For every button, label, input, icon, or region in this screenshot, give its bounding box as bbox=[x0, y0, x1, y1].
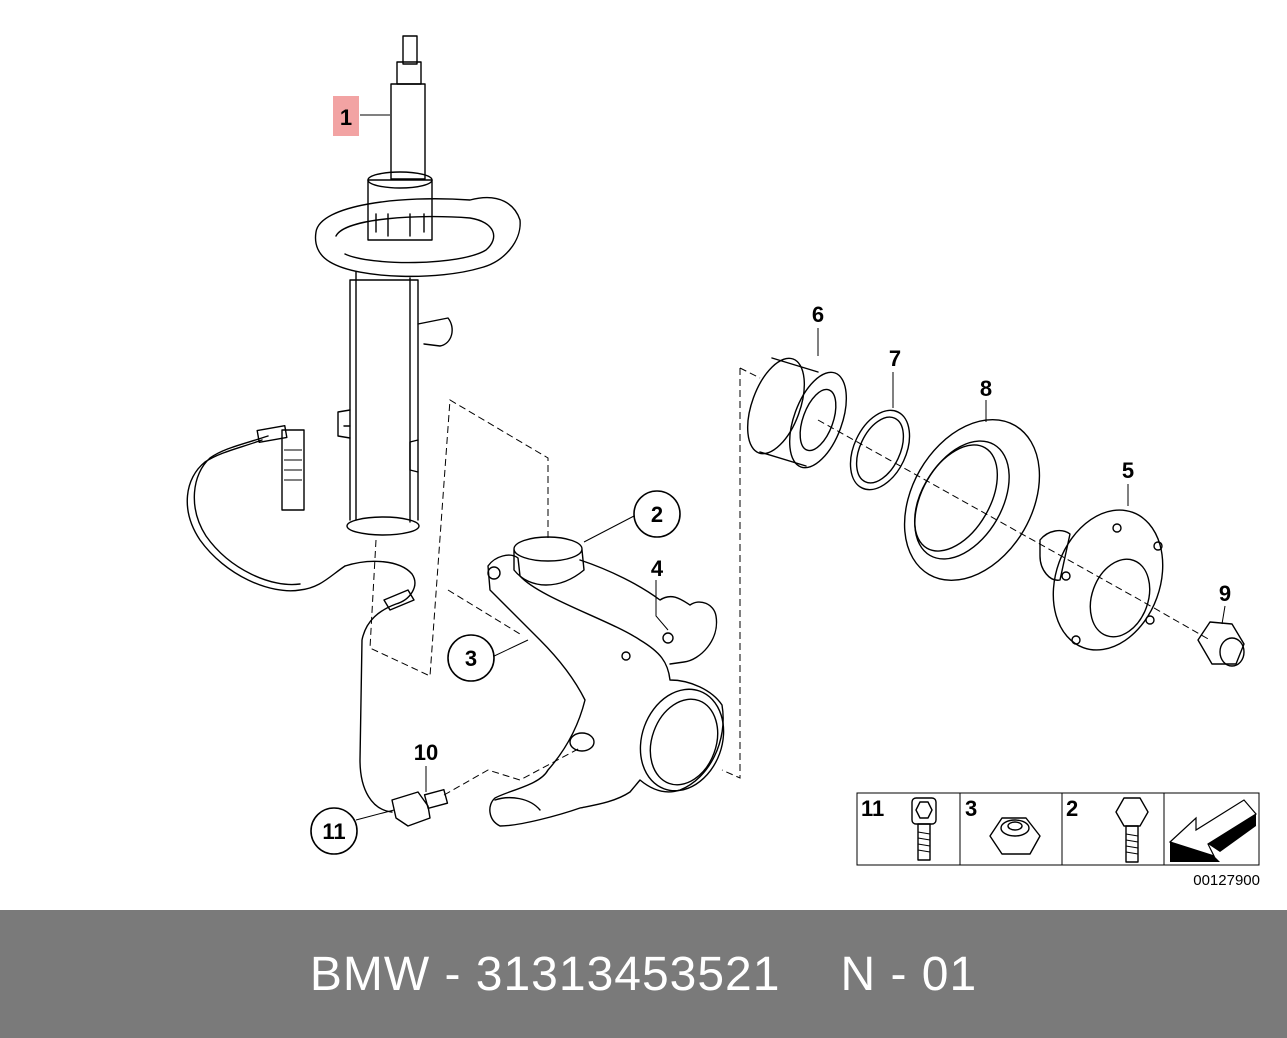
strut-assembly bbox=[314, 35, 521, 536]
page-code: N - 01 bbox=[840, 947, 978, 1001]
fastener-legend: 11 3 2 bbox=[856, 792, 1260, 866]
callout-2-label: 2 bbox=[651, 502, 663, 527]
callout-6[interactable]: 6 bbox=[812, 302, 824, 327]
circlip bbox=[849, 409, 911, 491]
callout-11[interactable]: 11 bbox=[310, 807, 358, 855]
callout-8[interactable]: 8 bbox=[980, 376, 992, 401]
direction-arrow-icon bbox=[1168, 799, 1257, 862]
collar-nut bbox=[1197, 621, 1245, 667]
steering-knuckle bbox=[487, 536, 725, 827]
drawing-number: 00127900 bbox=[1193, 872, 1260, 889]
part-number: BMW - 31313453521 bbox=[309, 947, 781, 1001]
callout-4[interactable]: 4 bbox=[651, 556, 664, 581]
assembly-lines bbox=[369, 367, 1211, 796]
footer-text: BMW - 31313453521 N - 01 bbox=[310, 947, 977, 1002]
callout-1-highlight bbox=[333, 96, 359, 136]
callout-3[interactable]: 3 bbox=[447, 634, 495, 682]
legend-label-11: 11 bbox=[861, 796, 884, 821]
bolt-icon bbox=[911, 797, 937, 861]
callout-10[interactable]: 10 bbox=[414, 740, 438, 765]
wheel-hub bbox=[1039, 509, 1164, 651]
callout-11-label: 11 bbox=[322, 819, 345, 844]
speed-sensor bbox=[391, 788, 449, 827]
legend-label-2: 2 bbox=[1066, 796, 1078, 821]
callout-9[interactable]: 9 bbox=[1219, 581, 1231, 606]
legend-label-3: 3 bbox=[965, 796, 977, 821]
callout-2[interactable]: 2 bbox=[633, 490, 681, 538]
nut-icon bbox=[989, 817, 1041, 855]
leader-lines bbox=[355, 114, 1226, 821]
bolt-icon bbox=[1115, 797, 1149, 863]
wheel-bearing bbox=[746, 357, 848, 469]
callout-7[interactable]: 7 bbox=[889, 346, 901, 371]
callout-3-label: 3 bbox=[465, 646, 477, 671]
footer-bar: BMW - 31313453521 N - 01 bbox=[0, 910, 1287, 1038]
sensor-cable bbox=[186, 424, 416, 813]
exploded-parts-diagram: 1 2 3 11 4 5 6 7 8 9 10 11 3 2 bbox=[186, 35, 1260, 889]
dust-shield bbox=[903, 419, 1041, 581]
callout-1[interactable]: 1 bbox=[340, 105, 352, 130]
callout-5[interactable]: 5 bbox=[1122, 458, 1134, 483]
